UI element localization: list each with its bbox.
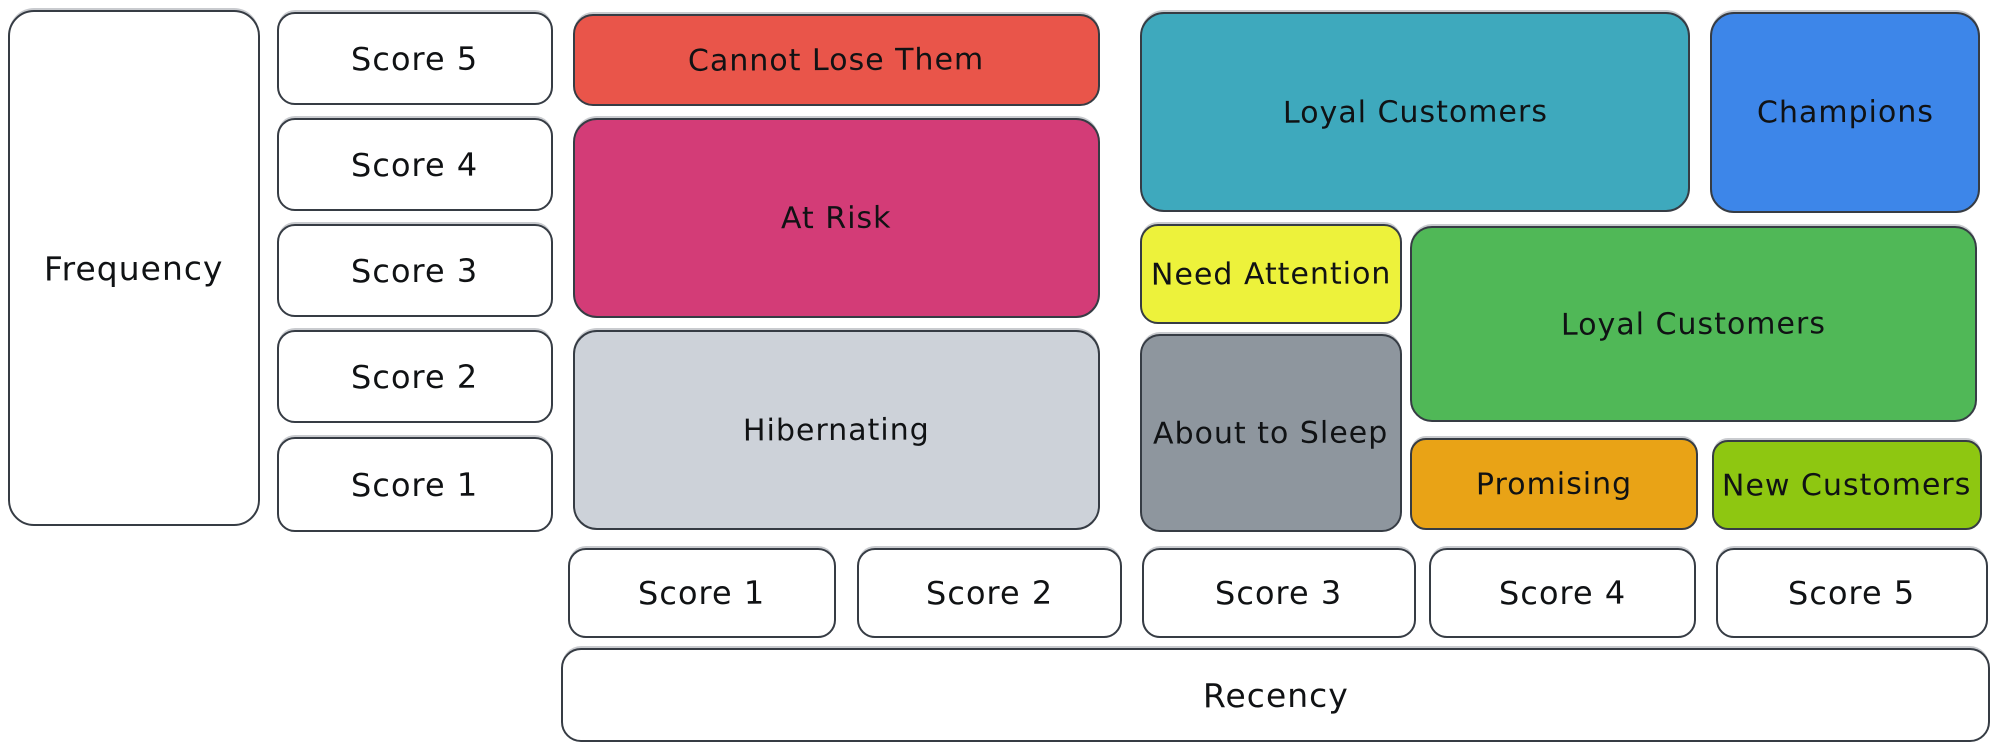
segment-promising: Promising [1410,438,1698,530]
recency-score-4: Score 4 [1429,548,1696,638]
segment-about-to-sleep-label: About to Sleep [1153,414,1389,452]
segment-new-customers: New Customers [1712,440,1982,530]
segment-hibernating: Hibernating [573,330,1100,530]
segment-cannot-lose-them: Cannot Lose Them [573,14,1100,106]
segment-loyal-customers-upper: Loyal Customers [1140,12,1690,212]
segment-champions-label: Champions [1756,94,1934,131]
recency-score-3: Score 3 [1142,548,1416,638]
segment-loyal-customers-lower-label: Loyal Customers [1560,305,1827,343]
frequency-score-2: Score 2 [277,330,553,423]
recency-score-3-label: Score 3 [1215,573,1343,613]
segment-promising-label: Promising [1475,466,1633,502]
segment-loyal-customers-upper-label: Loyal Customers [1282,93,1548,131]
recency-score-5-label: Score 5 [1788,573,1916,613]
recency-axis-label: Recency [1202,675,1349,715]
segment-champions: Champions [1710,12,1980,213]
frequency-score-5: Score 5 [277,12,553,105]
frequency-axis-box: Frequency [8,10,260,526]
segment-hibernating-label: Hibernating [743,412,930,448]
segment-about-to-sleep: About to Sleep [1140,334,1402,532]
recency-score-5: Score 5 [1716,548,1988,638]
recency-score-2-label: Score 2 [925,573,1054,613]
segment-new-customers-label: New Customers [1722,466,1972,504]
frequency-score-1: Score 1 [277,437,553,532]
segment-at-risk: At Risk [573,118,1100,318]
segment-need-attention-label: Need Attention [1150,255,1392,293]
recency-axis-box: Recency [561,648,1990,742]
recency-score-1-label: Score 1 [638,573,766,613]
segment-cannot-lose-them-label: Cannot Lose Them [688,41,985,79]
frequency-score-1-label: Score 1 [351,465,479,504]
recency-score-4-label: Score 4 [1498,573,1627,613]
frequency-score-4-label: Score 4 [351,145,479,184]
segment-loyal-customers-lower: Loyal Customers [1410,226,1977,422]
recency-score-2: Score 2 [857,548,1122,638]
frequency-axis-label: Frequency [44,248,224,288]
frequency-score-5-label: Score 5 [351,39,479,78]
frequency-score-2-label: Score 2 [351,357,479,396]
frequency-score-4: Score 4 [277,118,553,211]
recency-score-1: Score 1 [568,548,836,638]
frequency-score-3-label: Score 3 [351,251,479,290]
segment-at-risk-label: At Risk [781,200,892,236]
segment-need-attention: Need Attention [1140,224,1402,324]
frequency-score-3: Score 3 [277,224,553,317]
